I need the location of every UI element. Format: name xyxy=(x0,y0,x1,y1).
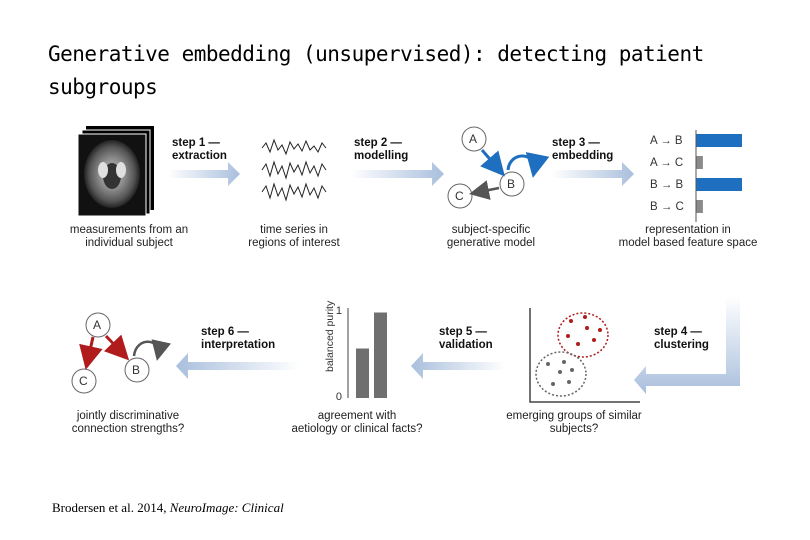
validation-bar xyxy=(356,348,369,398)
feature-bar xyxy=(696,200,703,213)
feature-row-label: B → B xyxy=(650,179,684,191)
node-b-top: B xyxy=(507,177,515,191)
brain-image-stack xyxy=(77,126,154,217)
feature-bar xyxy=(696,178,742,191)
validation-bar xyxy=(374,312,387,398)
interpretation-graph xyxy=(71,312,171,394)
feature-row-label: A → C xyxy=(650,157,683,169)
feature-row-label: B → C xyxy=(650,201,684,213)
caption-agreement: agreement with aetiology or clinical fac… xyxy=(291,410,423,435)
caption-groups: emerging groups of similar subjects? xyxy=(506,410,642,435)
caption-generative: subject-specific generative model xyxy=(446,224,536,249)
cluster-plot xyxy=(529,308,640,403)
node-c-top: C xyxy=(455,189,464,203)
arrow-step5 xyxy=(411,353,505,379)
feature-space-chart: A → B A → C B → B B → C xyxy=(650,130,742,222)
arrow-step3 xyxy=(552,162,634,186)
generative-model-graph xyxy=(447,126,550,209)
citation: Brodersen et al. 2014, NeuroImage: Clini… xyxy=(52,500,284,516)
caption-timeseries: time series in regions of interest xyxy=(248,224,340,249)
step6-label: step 6 — interpretation xyxy=(201,326,276,351)
step1-label: step 1 — extraction xyxy=(172,137,227,162)
slide-title: Generative embedding (unsupervised): det… xyxy=(48,42,704,99)
feature-row-label: A → B xyxy=(650,135,683,147)
node-c-bottom: C xyxy=(79,374,88,388)
time-series-traces xyxy=(261,138,327,202)
arrow-step4 xyxy=(634,296,740,394)
step5-label: step 5 — validation xyxy=(439,326,493,351)
node-a-top: A xyxy=(469,132,477,146)
caption-representation: representation in model based feature sp… xyxy=(618,224,758,249)
arrow-step1 xyxy=(168,162,240,186)
caption-measurements: measurements from an individual subject xyxy=(69,224,189,249)
node-b-bottom: B xyxy=(132,363,140,377)
feature-bar xyxy=(696,156,703,169)
validation-ylabel: balanced purity xyxy=(324,300,336,372)
step3-label: step 3 — embedding xyxy=(552,137,614,162)
feature-bar xyxy=(696,134,742,147)
caption-jointly: jointly discriminative connection streng… xyxy=(71,410,185,435)
ytick-0: 0 xyxy=(336,391,342,403)
ytick-1: 1 xyxy=(336,305,342,317)
arrow-step2 xyxy=(350,162,444,186)
step4-label: step 4 — clustering xyxy=(654,326,709,351)
validation-bar-chart xyxy=(347,308,387,398)
step2-label: step 2 — modelling xyxy=(354,137,409,162)
citation-journal: NeuroImage: Clinical xyxy=(169,500,284,515)
citation-authors: Brodersen et al. 2014, xyxy=(52,500,170,515)
arrow-step6 xyxy=(176,353,300,379)
node-a-bottom: A xyxy=(93,318,101,332)
